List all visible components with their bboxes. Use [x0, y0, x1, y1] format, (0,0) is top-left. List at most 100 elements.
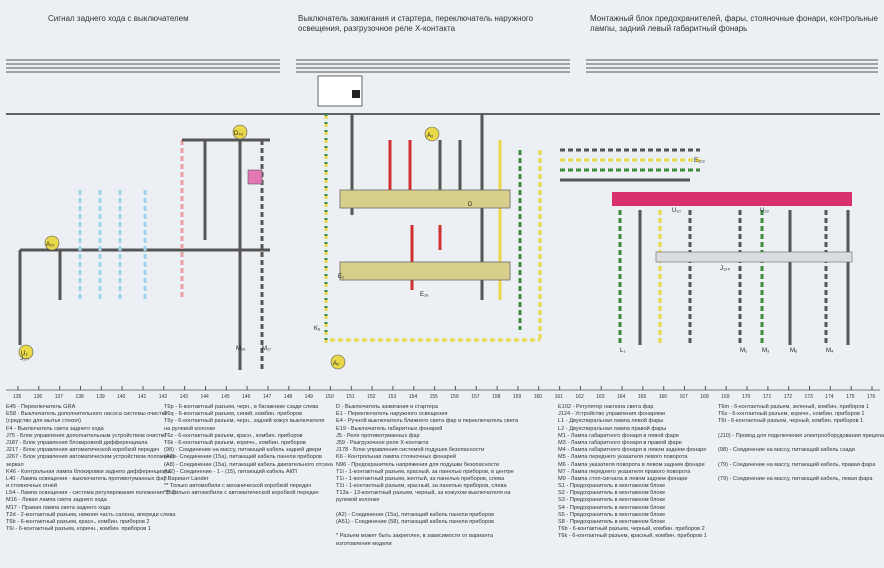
legend-line: T6b - 6-контактный разъем, красн., комби…: [6, 519, 150, 525]
legend-line: [718, 426, 884, 433]
column-number: 146: [242, 394, 251, 400]
column-number: 164: [617, 394, 626, 400]
column-number: 149: [305, 394, 314, 400]
column-number: 156: [450, 394, 459, 400]
label-m6: M₆: [790, 348, 798, 354]
legend-line: [718, 454, 884, 461]
legend-line: (98) - Соединение на массу, питающий каб…: [164, 447, 322, 454]
legend-line: T6i - 6-контактный разъем, коричн., комб…: [6, 526, 151, 533]
column-number: 166: [659, 394, 668, 400]
label-j177: J₁₇₇: [20, 356, 29, 362]
legend-line: (A51) - Соединение (58), питающий кабель…: [336, 519, 495, 525]
column-number: 151: [346, 394, 355, 400]
legend-line: M4 - Лампа габаритного фонаря в левом за…: [558, 447, 707, 454]
legend-line: M7 - Лампа переднего указателя правого п…: [558, 468, 691, 475]
column-number: 174: [825, 394, 834, 400]
marker-u2: [18, 344, 34, 360]
legend-line: T2d - 2-контактный разъем, нижняя часть …: [6, 511, 176, 518]
label-u19: U₁₉: [760, 208, 769, 214]
legend-line: F4 - Выключатель света заднего хода: [6, 425, 104, 432]
legend-line: ** Только автомобили с механической коро…: [164, 483, 312, 490]
legend-line: J267 - Блок управления автоматическим ус…: [6, 454, 176, 461]
marker-a0: [330, 354, 346, 370]
legend-line: T1i - 1-контактный разъем, желтый, за па…: [336, 475, 505, 482]
legend-line: T1t - 1-контактный разъем, красный, за п…: [336, 483, 507, 490]
legend-line: S5 - Предохранитель в монтажном блоке: [558, 511, 666, 518]
title-middle: Выключатель зажигания и стартера, перекл…: [298, 14, 534, 33]
legend-line: T13a - 13-контактный разъем, черный, за …: [336, 490, 511, 497]
marker-d40: [232, 124, 248, 140]
legend-line: T6k - 6-контактный разъем, красный, комб…: [558, 533, 707, 540]
legend-line: и стояночных огней: [6, 483, 58, 490]
column-number: 142: [159, 394, 168, 400]
legend-line: J178 - Блок управления системой подушек …: [336, 447, 485, 454]
relay-label-box: [352, 90, 360, 98]
label-d: D: [468, 202, 473, 208]
legend-line: E45 - Переключатель GRA: [6, 404, 76, 410]
column-number: 150: [325, 394, 334, 400]
legend-line: J124 - Устройство управления фонарями: [558, 411, 665, 418]
column-number: 154: [409, 394, 418, 400]
legend-line: (A8) - Соединение (15a), питающий кабель…: [164, 461, 333, 468]
column-number: 172: [784, 394, 793, 400]
legend-line: рулевой колонке: [336, 497, 380, 504]
component-labels: K₆ D E₁ E₁₉ E₁₀₂ U₁₀ U₁₉ J₁₂₄ J₁₇₇ M₁₆ M…: [20, 158, 834, 362]
legend-line: E1 - Переключатель наружного освещения: [336, 411, 448, 418]
legend-line: (98) - Соединение на массу, питающий каб…: [718, 447, 855, 454]
legend-line: на рулевой колонке: [164, 425, 216, 432]
legend-line: T6y - 6-контактный разъем, черн., задний…: [164, 418, 325, 425]
column-number: 144: [201, 394, 210, 400]
legend-line: (средство для мытья стекол): [6, 418, 82, 425]
legend-line: J75 - Блок управления дополнительным уст…: [6, 432, 167, 439]
legend-line: E4 - Ручной выключатель ближнего света ф…: [336, 418, 519, 425]
label-a2: A₂: [427, 133, 434, 139]
legend-line: M5 - Лампа переднего указателя левого по…: [558, 454, 688, 461]
legend-line: (A2) - Соединение (15a), питающий кабель…: [164, 454, 323, 461]
column-number: 138: [76, 394, 85, 400]
column-number: 157: [471, 394, 480, 400]
label-m3: M₃: [762, 348, 770, 354]
column-number: 141: [138, 394, 147, 400]
legend-line: N96 - Предохранитель напряжения для поду…: [336, 461, 500, 468]
column-number: 140: [117, 394, 126, 400]
legend-line: T6b - 6-контактный разъем, черный, комби…: [558, 526, 705, 533]
legend-line: * Разъем может быть закреплен, в зависим…: [336, 533, 494, 540]
label-e102: E₁₀₂: [694, 158, 706, 164]
column-number: 159: [513, 394, 522, 400]
legend-line: зеркал: [6, 461, 24, 468]
legend-col2: T6p - 6-контактный разъем, черн., в бага…: [164, 404, 333, 497]
legend-line: J5 - Реле противотуманных фар: [336, 432, 420, 439]
legend-line: K6 - Контрольная лампа стояночных фонаре…: [336, 454, 456, 461]
legend-line: K46 - Контрольная лампа блокировки задне…: [6, 468, 171, 475]
title-left: Сигнал заднего хода с выключателем: [48, 14, 189, 23]
right-section-wires: [560, 148, 850, 345]
label-a10: A₁₀: [46, 242, 55, 248]
label-m17: M₁₇: [262, 346, 271, 352]
legend-line: D - Выключатель зажигания и стартера: [336, 404, 438, 410]
column-number: 135: [13, 394, 22, 400]
column-number: 137: [55, 394, 64, 400]
legend-line: (79) - Соединение на массу, питающий каб…: [718, 461, 876, 468]
marker-a2: [424, 126, 440, 142]
marker-a10: [44, 235, 60, 251]
title-right: Монтажный блок предохранителей, фары, ст…: [590, 14, 878, 33]
legend-line: [336, 526, 518, 533]
label-j124: J₁₂₄: [720, 266, 730, 272]
legend-line: T6s - 6-контактный разъем, коричн., комб…: [718, 411, 865, 418]
legend-line: M17 - Правая лампа света заднего хода: [6, 504, 111, 511]
legend-line: [336, 505, 518, 512]
legend-line: L1 - Двухспиральная лампа левой фары: [558, 418, 664, 425]
legend-line: T1i - 1-контактный разъем, красный, за п…: [336, 468, 514, 475]
legend-line: T6m - 6-контактный разъем, зеленый, комб…: [718, 404, 869, 410]
legend-line: M1 - Лампа габаритного фонаря в левой фа…: [558, 432, 679, 439]
label-e1: E₁: [338, 274, 344, 280]
legend-line: T6z - 6-контактный разъем, красн., комби…: [164, 432, 303, 439]
bus-lines: [6, 59, 880, 115]
label-d40: D₄₀: [234, 131, 244, 137]
column-number: 158: [492, 394, 501, 400]
legend-line: S8 - Предохранитель в монтажном блоке: [558, 519, 666, 525]
legend-line: L2 - Двухспиральная лампа правой фары: [558, 425, 667, 432]
